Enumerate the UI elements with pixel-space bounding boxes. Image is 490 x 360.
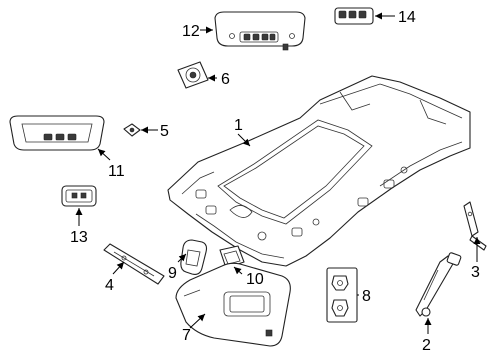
part-9-hook xyxy=(180,239,208,275)
callout-3: 3 xyxy=(471,264,480,281)
callout-9: 9 xyxy=(168,265,177,282)
callout-1: 1 xyxy=(234,117,243,134)
part-6-sensor xyxy=(177,61,209,89)
callout-13: 13 xyxy=(70,229,88,246)
callout-11: 11 xyxy=(108,163,125,180)
part-11-map-light xyxy=(9,115,105,151)
callout-10: 10 xyxy=(246,271,264,288)
part-10-holder xyxy=(219,245,245,269)
leader-4 xyxy=(112,261,125,275)
part-13-dome-lamp xyxy=(61,185,97,207)
callout-7: 7 xyxy=(182,327,191,344)
callout-8: 8 xyxy=(362,288,371,305)
leader-11 xyxy=(97,148,111,161)
leader-9 xyxy=(177,253,187,263)
part-7-sun-visor xyxy=(175,262,291,347)
callout-12: 12 xyxy=(182,23,200,40)
callout-4: 4 xyxy=(105,277,114,294)
part-14-switch-module xyxy=(334,7,374,25)
leader-10 xyxy=(233,266,243,275)
callout-5: 5 xyxy=(160,123,169,140)
part-8-clips xyxy=(326,267,358,323)
callout-2: 2 xyxy=(422,337,431,354)
part-1-headliner xyxy=(167,75,471,267)
leader-7 xyxy=(189,313,206,329)
part-2-rod xyxy=(415,252,462,317)
leader-lines xyxy=(75,12,481,334)
callout-numbers: 12 14 6 5 11 1 13 3 4 9 10 8 7 2 xyxy=(70,9,480,354)
part-12-overhead-console xyxy=(214,11,306,51)
part-5-clip xyxy=(123,123,141,137)
part-3-bracket xyxy=(463,201,487,251)
callout-14: 14 xyxy=(398,9,416,26)
callout-6: 6 xyxy=(221,71,230,88)
part-4-trim-strip xyxy=(103,243,165,285)
leader-1 xyxy=(237,133,251,147)
